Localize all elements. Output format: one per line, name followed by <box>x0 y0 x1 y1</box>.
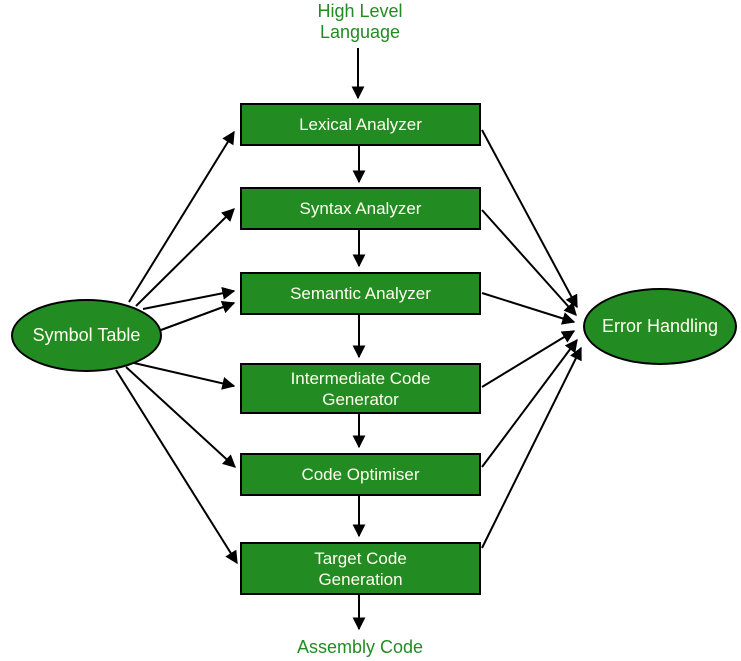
arrow-semantic-to-error-handling <box>481 292 576 325</box>
node-label: Semantic Analyzer <box>290 284 431 303</box>
arrow-symbol-table-to-syntax <box>135 208 235 307</box>
node-target-code-generation: Target Code Generation <box>240 542 481 595</box>
input-label: High Level Language <box>317 1 403 42</box>
node-label: Symbol Table <box>32 325 141 345</box>
output-label: Assembly Code <box>296 637 424 657</box>
node-syntax-analyzer: Syntax Analyzer <box>240 187 481 230</box>
arrow-icg-to-error-handling <box>481 330 576 388</box>
arrow-symbol-table-to-lexical <box>128 130 235 303</box>
node-label: Target Code Generation <box>314 548 407 589</box>
node-label: Syntax Analyzer <box>299 199 422 218</box>
node-error-handling: Error Handling <box>583 288 737 365</box>
node-label: Error Handling <box>601 316 719 336</box>
node-label: Lexical Analyzer <box>299 115 422 134</box>
node-intermediate-code-generator: Intermediate Code Generator <box>240 363 481 414</box>
arrow-syntax-to-error-handling <box>481 209 577 316</box>
arrow-symbol-table-to-semantic-2 <box>160 300 236 331</box>
arrow-optimiser-to-error-handling <box>481 338 578 468</box>
node-code-optimiser: Code Optimiser <box>240 453 481 496</box>
node-semantic-analyzer: Semantic Analyzer <box>240 272 481 315</box>
node-label: Code Optimiser <box>301 465 420 484</box>
arrow-lexical-to-error-handling <box>481 129 578 309</box>
node-symbol-table: Symbol Table <box>11 299 162 372</box>
arrow-target-to-error-handling <box>481 346 582 549</box>
arrow-symbol-table-to-target <box>115 369 238 565</box>
node-lexical-analyzer: Lexical Analyzer <box>240 103 481 146</box>
arrow-symbol-table-to-optimiser <box>125 366 236 468</box>
arrow-symbol-table-to-semantic-1 <box>142 286 236 310</box>
node-label: Intermediate Code Generator <box>290 368 431 409</box>
arrow-symbol-table-to-icg <box>133 362 236 390</box>
